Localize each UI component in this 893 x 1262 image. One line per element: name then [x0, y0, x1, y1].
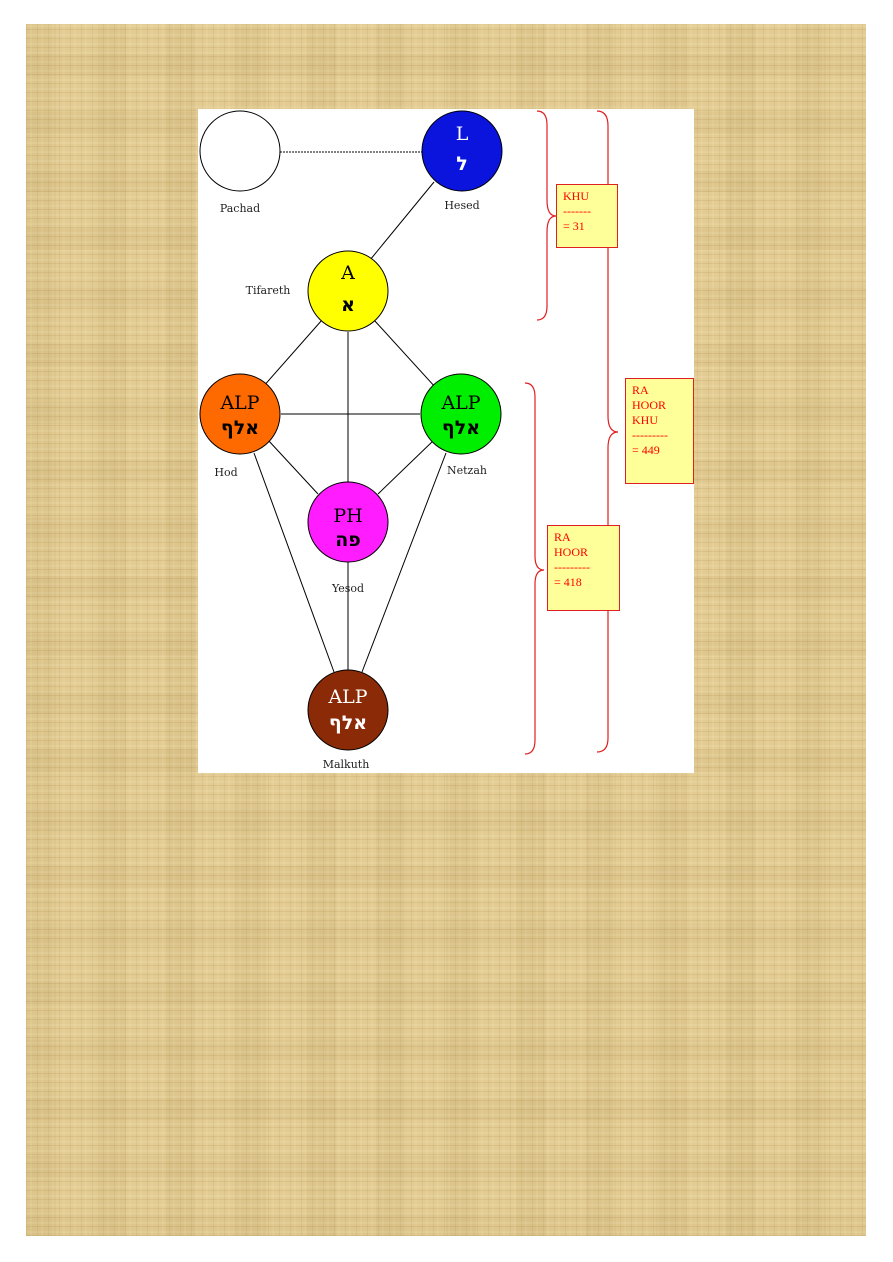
sefira-malkuth-hebrew: אלף	[329, 712, 367, 734]
path-hesed-tifareth	[369, 181, 435, 261]
sefira-netzah-label: Netzah	[447, 464, 487, 477]
note-ra-hoor-line1: RA	[554, 530, 571, 544]
sefira-tifareth-label: Tifareth	[246, 284, 291, 297]
path-netzah-malkuth	[361, 452, 447, 673]
sefira-yesod-hebrew: פה	[335, 529, 361, 551]
sefira-netzah-hebrew: אלף	[442, 417, 480, 439]
path-tifareth-netzah	[373, 319, 437, 389]
sefira-malkuth-circle	[307, 669, 389, 751]
sefira-malkuth-label: Malkuth	[323, 758, 370, 771]
note-khu-line2: -------	[563, 204, 591, 218]
sefira-hod-hebrew: אלף	[221, 417, 259, 439]
sefira-hesed-circle	[421, 110, 503, 192]
sefira-hod-label: Hod	[214, 466, 237, 479]
path-hod-malkuth	[253, 452, 335, 673]
sefira-hod-latin: ALP	[219, 392, 259, 414]
sefira-pachad-circle	[199, 110, 281, 192]
note-ra-hoor-line2: HOOR	[554, 545, 589, 559]
brace-ra-hoor-khu	[596, 110, 619, 753]
sefira-yesod-circle	[307, 481, 389, 563]
sefira-pachad-label: Pachad	[220, 202, 260, 215]
sefira-hesed-latin: L	[456, 123, 469, 145]
sefira-malkuth-latin: ALP	[327, 686, 367, 708]
note-khu-line1: KHU	[563, 189, 589, 203]
sefira-hesed-hebrew: ל	[456, 153, 468, 175]
path-hod-yesod	[267, 439, 319, 495]
note-ra-hoor-khu-line5: = 449	[632, 443, 660, 457]
sefira-yesod-latin: PH	[333, 505, 362, 527]
note-ra-hoor-khu: RA HOOR KHU --------- = 449	[625, 378, 694, 484]
sefira-hod-circle	[199, 373, 281, 455]
note-ra-hoor-khu-line3: KHU	[632, 413, 658, 427]
note-ra-hoor: RA HOOR --------- = 418	[547, 525, 620, 611]
note-ra-hoor-khu-line4: ---------	[632, 428, 668, 442]
note-ra-hoor-line3: ---------	[554, 560, 590, 574]
brace-khu	[536, 110, 557, 321]
note-khu: KHU ------- = 31	[556, 184, 618, 248]
sefira-netzah-latin: ALP	[440, 392, 480, 414]
sefira-tifareth-hebrew: א	[341, 294, 355, 316]
brace-ra-hoor	[524, 382, 545, 755]
note-ra-hoor-khu-line1: RA	[632, 383, 649, 397]
note-ra-hoor-line4: = 418	[554, 575, 582, 589]
note-khu-line3: = 31	[563, 219, 585, 233]
sefira-tifareth-latin: A	[340, 262, 355, 284]
sefira-hesed-label: Hesed	[444, 199, 479, 212]
path-tifareth-hod	[261, 319, 323, 389]
note-ra-hoor-khu-line2: HOOR	[632, 398, 667, 412]
sefira-netzah-circle	[420, 373, 502, 455]
path-netzah-yesod	[377, 439, 435, 495]
sefira-yesod-label: Yesod	[331, 582, 364, 595]
sefira-tifareth-circle	[307, 250, 389, 332]
